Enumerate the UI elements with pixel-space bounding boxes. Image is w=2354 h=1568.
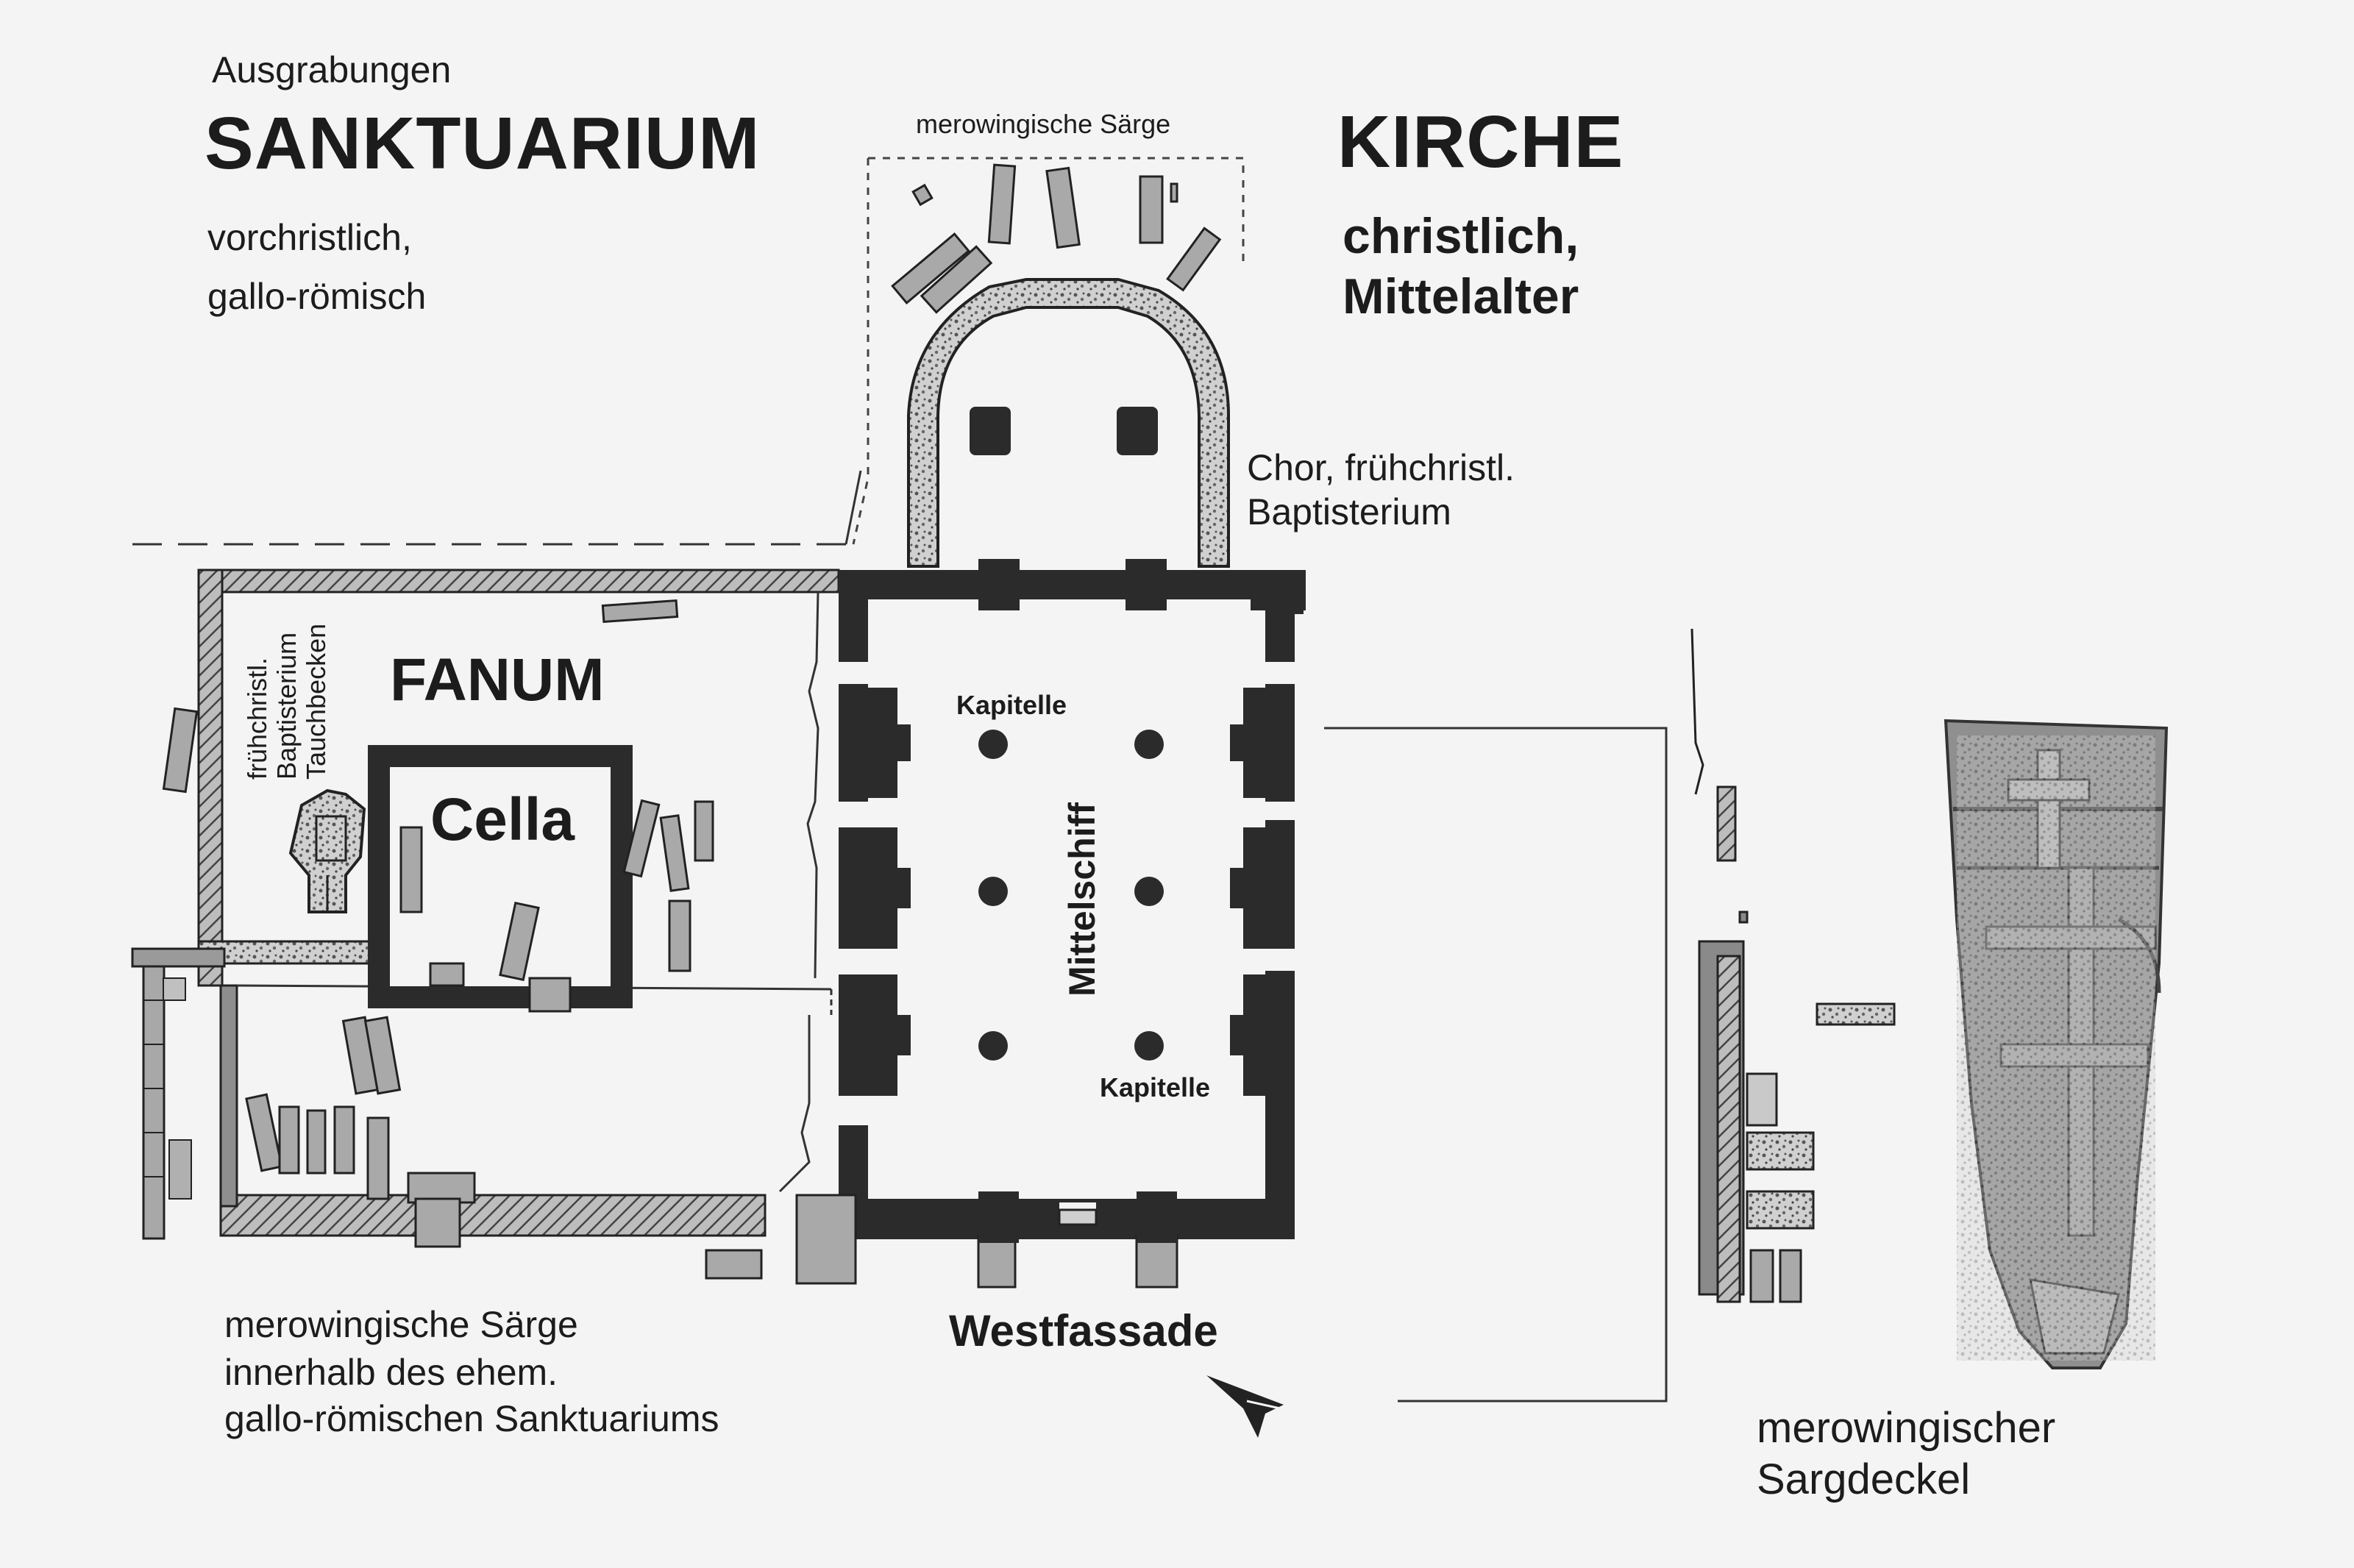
coffin-lid xyxy=(1944,719,2169,1369)
choir-label-1: Chor, frühchristl. xyxy=(1247,447,1515,488)
east-excavation-outline xyxy=(1324,727,1668,1403)
coffins-apse xyxy=(891,163,1222,314)
fanum-label: FANUM xyxy=(390,646,605,713)
facade-piers xyxy=(978,1191,1177,1243)
church-subtitle-2: Mittelalter xyxy=(1343,268,1579,324)
apse-excavation-edge xyxy=(852,157,1245,545)
graves-bottom-label-1: merowingische Särge xyxy=(224,1304,578,1345)
east-fragments xyxy=(1690,628,1896,1303)
nave-label: Mittelschiff xyxy=(1062,802,1103,997)
sanctuary-subtitle-2: gallo-römisch xyxy=(207,276,427,317)
baptistery-label: frühchristl. Baptisterium Tauchbecken xyxy=(242,623,331,780)
baptistery-label-2: Baptisterium xyxy=(271,632,302,780)
graves-bottom-label-2: innerhalb des ehem. xyxy=(224,1352,558,1393)
west-facade-foundations xyxy=(795,1194,1178,1289)
cella-label: Cella xyxy=(430,786,575,853)
sanctuary-title: SANKTUARIUM xyxy=(205,102,761,185)
choir-apse xyxy=(907,278,1230,568)
capital-label-top: Kapitelle xyxy=(956,690,1067,720)
sanctuary-subtitle-1: vorchristlich, xyxy=(207,217,412,258)
cella-walls xyxy=(368,745,633,1008)
church-title: KIRCHE xyxy=(1337,101,1624,183)
north-arrow xyxy=(1206,1375,1284,1438)
baptistery-label-3: Tauchbecken xyxy=(301,623,331,780)
nave-openings xyxy=(839,662,1295,1225)
choir-piers xyxy=(970,407,1158,455)
choir-label-2: Baptisterium xyxy=(1247,491,1451,532)
west-facade-label: Westfassade xyxy=(949,1306,1218,1355)
graves-top-label: merowingische Särge xyxy=(916,109,1171,139)
lid-label-2: Sargdeckel xyxy=(1757,1455,1971,1503)
capital-label-bottom: Kapitelle xyxy=(1100,1072,1211,1102)
coffins-sanctuary xyxy=(162,599,714,1248)
west-door xyxy=(1058,1208,1098,1226)
baptismal-basin xyxy=(288,788,366,913)
graves-bottom-label-3: gallo-römischen Sanktuariums xyxy=(224,1398,719,1439)
church-subtitle-1: christlich, xyxy=(1343,208,1579,264)
excavations-kicker: Ausgrabungen xyxy=(212,49,452,90)
nave-columns xyxy=(978,730,1164,1061)
baptistery-label-1: frühchristl. xyxy=(242,657,272,780)
lid-label-1: merowingischer xyxy=(1757,1404,2056,1452)
